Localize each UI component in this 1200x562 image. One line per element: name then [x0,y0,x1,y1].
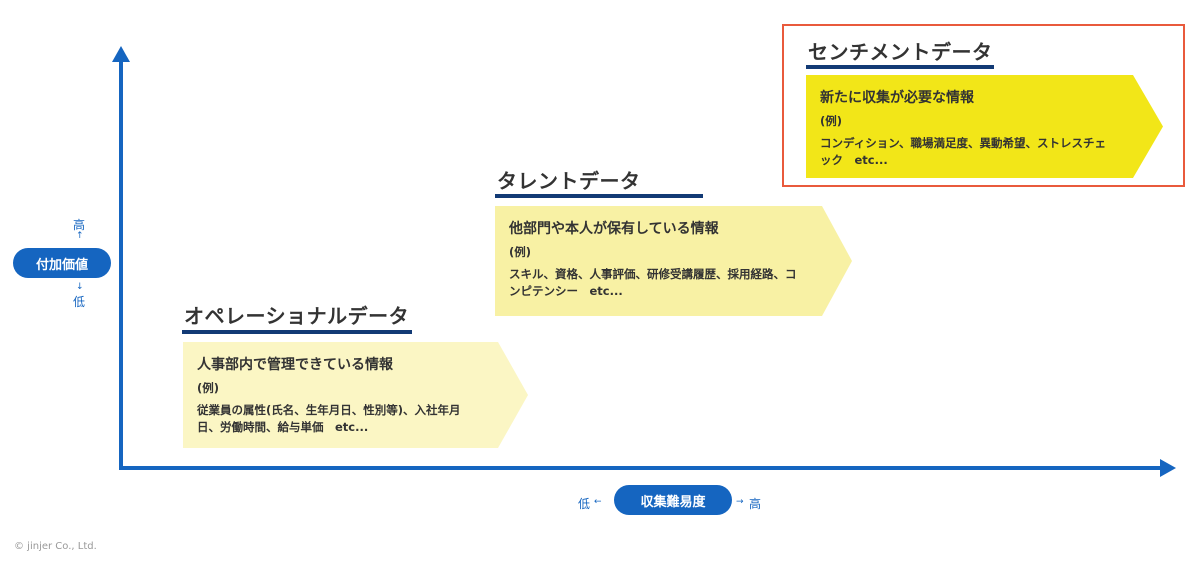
x-axis-high-label: 高 [749,497,762,511]
arrow-down-icon: ↓ [76,282,84,292]
operational-description: 従業員の属性(氏名、生年月日、性別等)、入社年月日、労働時間、給与単価 etc.… [197,403,461,434]
operational-box: 人事部内で管理できている情報 (例) 従業員の属性(氏名、生年月日、性別等)、入… [183,342,528,448]
talent-description: スキル、資格、人事評価、研修受講履歴、採用経路、コンピテンシー etc... [509,267,797,298]
y-axis-high-label: 高 [73,218,86,232]
sentiment-title: センチメントデータ [808,40,993,64]
sentiment-description: コンディション、職場満足度、異動希望、ストレスチェック etc... [820,136,1107,167]
talent-title: タレントデータ [497,169,641,193]
talent-heading: 他部門や本人が保有している情報 [509,221,719,237]
sentiment-highlight-frame [782,24,1185,187]
sentiment-underline [806,65,994,69]
y-axis-arrowhead [112,46,130,62]
y-axis-low-label: 低 [73,295,86,309]
sentiment-heading: 新たに収集が必要な情報 [820,90,974,106]
y-axis-label: 付加価値 [13,248,111,278]
sentiment-box: 新たに収集が必要な情報 (例) コンディション、職場満足度、異動希望、ストレスチ… [806,75,1163,178]
sentiment-example-label: (例) [820,114,843,128]
x-axis-label: 収集難易度 [614,485,732,515]
arrow-up-icon: ↑ [76,231,84,241]
operational-underline [182,330,412,334]
x-axis-low-label: 低 [578,497,591,511]
arrow-right-icon: → [736,497,744,507]
arrow-left-icon: ← [594,497,602,507]
copyright: © jinjer Co., Ltd. [14,541,97,552]
operational-title: オペレーショナルデータ [184,304,410,328]
talent-underline [495,194,703,198]
x-axis-arrowhead [1160,459,1176,477]
talent-box: 他部門や本人が保有している情報 (例) スキル、資格、人事評価、研修受講履歴、採… [495,206,852,316]
operational-heading: 人事部内で管理できている情報 [197,357,393,373]
talent-example-label: (例) [509,245,532,259]
operational-example-label: (例) [197,381,220,395]
